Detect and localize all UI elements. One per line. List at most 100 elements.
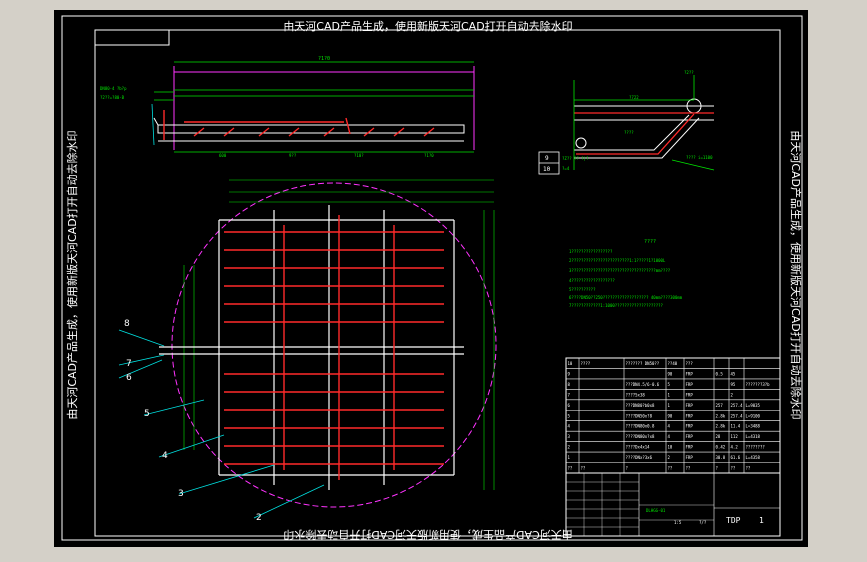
watermark-left: 由天河CAD产品生成，使用新版天河CAD打开自动去除水印 (65, 130, 79, 419)
bom-cell: 2.8k (716, 424, 726, 429)
bom-cell: 9 (568, 371, 571, 376)
bom-cell: 5 (568, 413, 571, 418)
detail-view: ?2?? ?722 ???? ???? i=1100 ?Z?? ?? ?|? ?… (538, 70, 715, 175)
bom-cell: ??40 (668, 361, 678, 366)
technical-notes: ???? 1????????????????? 2???????????????… (569, 239, 683, 308)
detail-dim-left: ?722 (629, 95, 639, 100)
bom-cell: 2 (568, 445, 571, 450)
cad-drawing: 由天河CAD产品生成，使用新版天河CAD打开自动去除水印 由天河CAD产品生成，… (61, 15, 803, 542)
bom-cell: 4 (668, 434, 671, 439)
bom-cell: 28 (716, 434, 721, 439)
bom-cell: ?? (568, 466, 573, 471)
bom-cell: ?? (581, 466, 586, 471)
bom-cell: FRP (686, 392, 694, 397)
detail-slope: ???? i=1100 (686, 155, 713, 160)
callout-7: 7 (126, 359, 132, 369)
watermark-right: 由天河CAD产品生成，使用新版天河CAD打开自动去除水印 (789, 130, 803, 419)
inner-frame (94, 29, 781, 537)
notes-title: ???? (644, 239, 656, 245)
bom-cell: 257 (716, 403, 724, 408)
bom-cell: ????DN80x0.8 (626, 424, 655, 429)
detail-row1-text: ?Z?? ?? ?|? (562, 156, 589, 161)
detail-row2-no: 10 (543, 166, 551, 173)
bom-cell: L=9100 (746, 413, 761, 418)
note-line-5: 6????DN50??250??????????????????? 40mm??… (569, 295, 683, 300)
note-line-3: 4?????????????????? (569, 278, 615, 283)
note-line-2: 3???????????????????????????????????mm??… (569, 268, 671, 273)
bom-cell: FRP (686, 445, 694, 450)
bom-cell: 1 (668, 392, 671, 397)
bom-cell: ???DN4.5/6-0.6 (626, 382, 660, 387)
detail-row1-no: 9 (545, 155, 549, 162)
bom-cell: FRP (686, 413, 694, 418)
plan-circle (171, 182, 497, 508)
bom-cell: 90 (668, 413, 673, 418)
bom-cell: ????Dx4x14 (626, 445, 651, 450)
title-scale: 1:5 (674, 520, 682, 525)
title-name: TDP (726, 516, 741, 525)
title-sheet: ?/? (699, 520, 707, 525)
elevation-label-3: 9?? (289, 153, 297, 158)
elevation-label-4: ?10? (354, 153, 364, 158)
frame-stamp (94, 29, 170, 46)
bom-cell: ??????? DN50?? (626, 361, 660, 366)
note-line-4: 5?????????? (569, 287, 596, 292)
bom-cell: 8 (568, 382, 571, 387)
note-line-1: 2????????????????????????1:1?????1?1000L (569, 258, 666, 263)
cad-viewport[interactable]: 由天河CAD产品生成，使用新版天河CAD打开自动去除水印 由天河CAD产品生成，… (54, 10, 808, 547)
bom-cell: 4 (568, 424, 571, 429)
title-block: DLHGG-01 1:5 ?/? TDP 1 (565, 472, 781, 537)
bom-cell: ?? (731, 466, 736, 471)
bom-cell: 3 (568, 434, 571, 439)
elevation-label-5: ?1?0 (424, 153, 434, 158)
bom-cell: ???????3?b (746, 382, 771, 387)
note-line-6: 7????????????1:1000???????????????????? (569, 303, 664, 308)
drawing-frame (61, 15, 803, 541)
bom-cell: ? (626, 466, 629, 471)
bom-cell: ? (716, 466, 719, 471)
elevation-label-0: DN80-4 ?b?p (100, 86, 127, 91)
bom-cell: 4 (668, 424, 671, 429)
callout-3: 3 (178, 489, 184, 499)
bom-cell: L=4318 (746, 434, 761, 439)
bom-cell: 10 (668, 445, 673, 450)
elevation-label-1: ?2??=?80-B (100, 95, 125, 100)
bom-cell: 257.4 (731, 413, 744, 418)
bom-cell: 30.8 (716, 455, 726, 460)
bom-cell: 0.5 (716, 371, 724, 376)
bom-cell: ??? (686, 361, 694, 366)
bom-cell: 0.42 (716, 445, 726, 450)
bom-cell: ?? (746, 466, 751, 471)
bom-cell: 257.4 (731, 403, 744, 408)
bom-cell: ?? (668, 466, 673, 471)
callout-5: 5 (144, 409, 150, 419)
title-number: 1 (759, 516, 764, 525)
callout-4: 4 (162, 451, 168, 461)
bom-cell: L=3488 (746, 424, 761, 429)
bom-cell: FRP (686, 434, 694, 439)
note-line-0: 1????????????????? (569, 249, 613, 254)
bom-cell: ????DNx?3x6 (626, 455, 653, 460)
bom-cell: L=9035 (746, 403, 761, 408)
callout-6: 6 (126, 373, 132, 383)
bom-cell: 90 (668, 371, 673, 376)
bom-cell: 2 (668, 455, 671, 460)
elevation-label-2: 600 (219, 153, 227, 158)
elevation-view: ?1?0 DN80-4 ?b?p ?2??=?80-B 600 9?? ?10?… (100, 56, 475, 158)
watermark-bottom: 由天河CAD产品生成，使用新版天河CAD打开自动去除水印 (283, 528, 572, 542)
bom-cell: 61.6 (731, 455, 741, 460)
bom-cell: ?? (686, 466, 691, 471)
bom-cell: 2.8k (716, 413, 726, 418)
bom-cell: 6 (568, 403, 571, 408)
detail-dim-mid: ???? (624, 130, 634, 135)
bom-cell: 2 (731, 392, 734, 397)
bom-cell: ????DN50x?8 (626, 413, 653, 418)
callout-8: 8 (124, 319, 130, 329)
bom-cell: FRP (686, 403, 694, 408)
detail-row2-text: ?=4 (562, 166, 570, 171)
elevation-overall-dim: ?1?0 (318, 56, 330, 62)
bom-cell: ????DN80x?x8 (626, 434, 655, 439)
bom-cell: FRP (686, 455, 694, 460)
callout-2: 2 (256, 513, 262, 523)
bom-cell: 5 (668, 382, 671, 387)
